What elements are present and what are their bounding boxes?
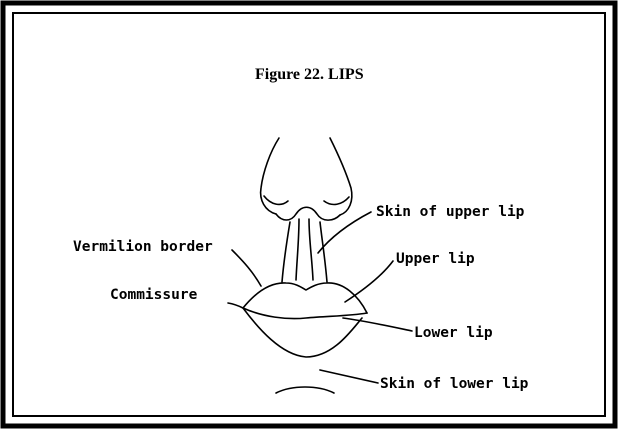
label-skin-of-lower-lip: Skin of lower lip <box>380 376 529 392</box>
label-vermilion-border: Vermilion border <box>73 239 213 255</box>
label-skin-of-upper-lip: Skin of upper lip <box>376 204 525 220</box>
leader-commissure <box>228 303 243 308</box>
leader-upper-lip <box>345 261 393 302</box>
chin-contour <box>276 387 334 393</box>
leader-vermilion-border <box>232 250 261 286</box>
label-lower-lip: Lower lip <box>414 325 493 341</box>
nose-drawing <box>261 138 352 220</box>
leader-skin-upper-lip <box>318 212 371 253</box>
lips-illustration <box>228 138 412 393</box>
figure-title: Figure 22. LIPS <box>255 66 364 83</box>
label-commissure: Commissure <box>110 287 198 303</box>
upper-lip-drawing <box>243 283 367 319</box>
leader-skin-lower-lip <box>320 370 378 383</box>
leader-lines <box>228 212 412 383</box>
label-upper-lip: Upper lip <box>396 251 475 267</box>
